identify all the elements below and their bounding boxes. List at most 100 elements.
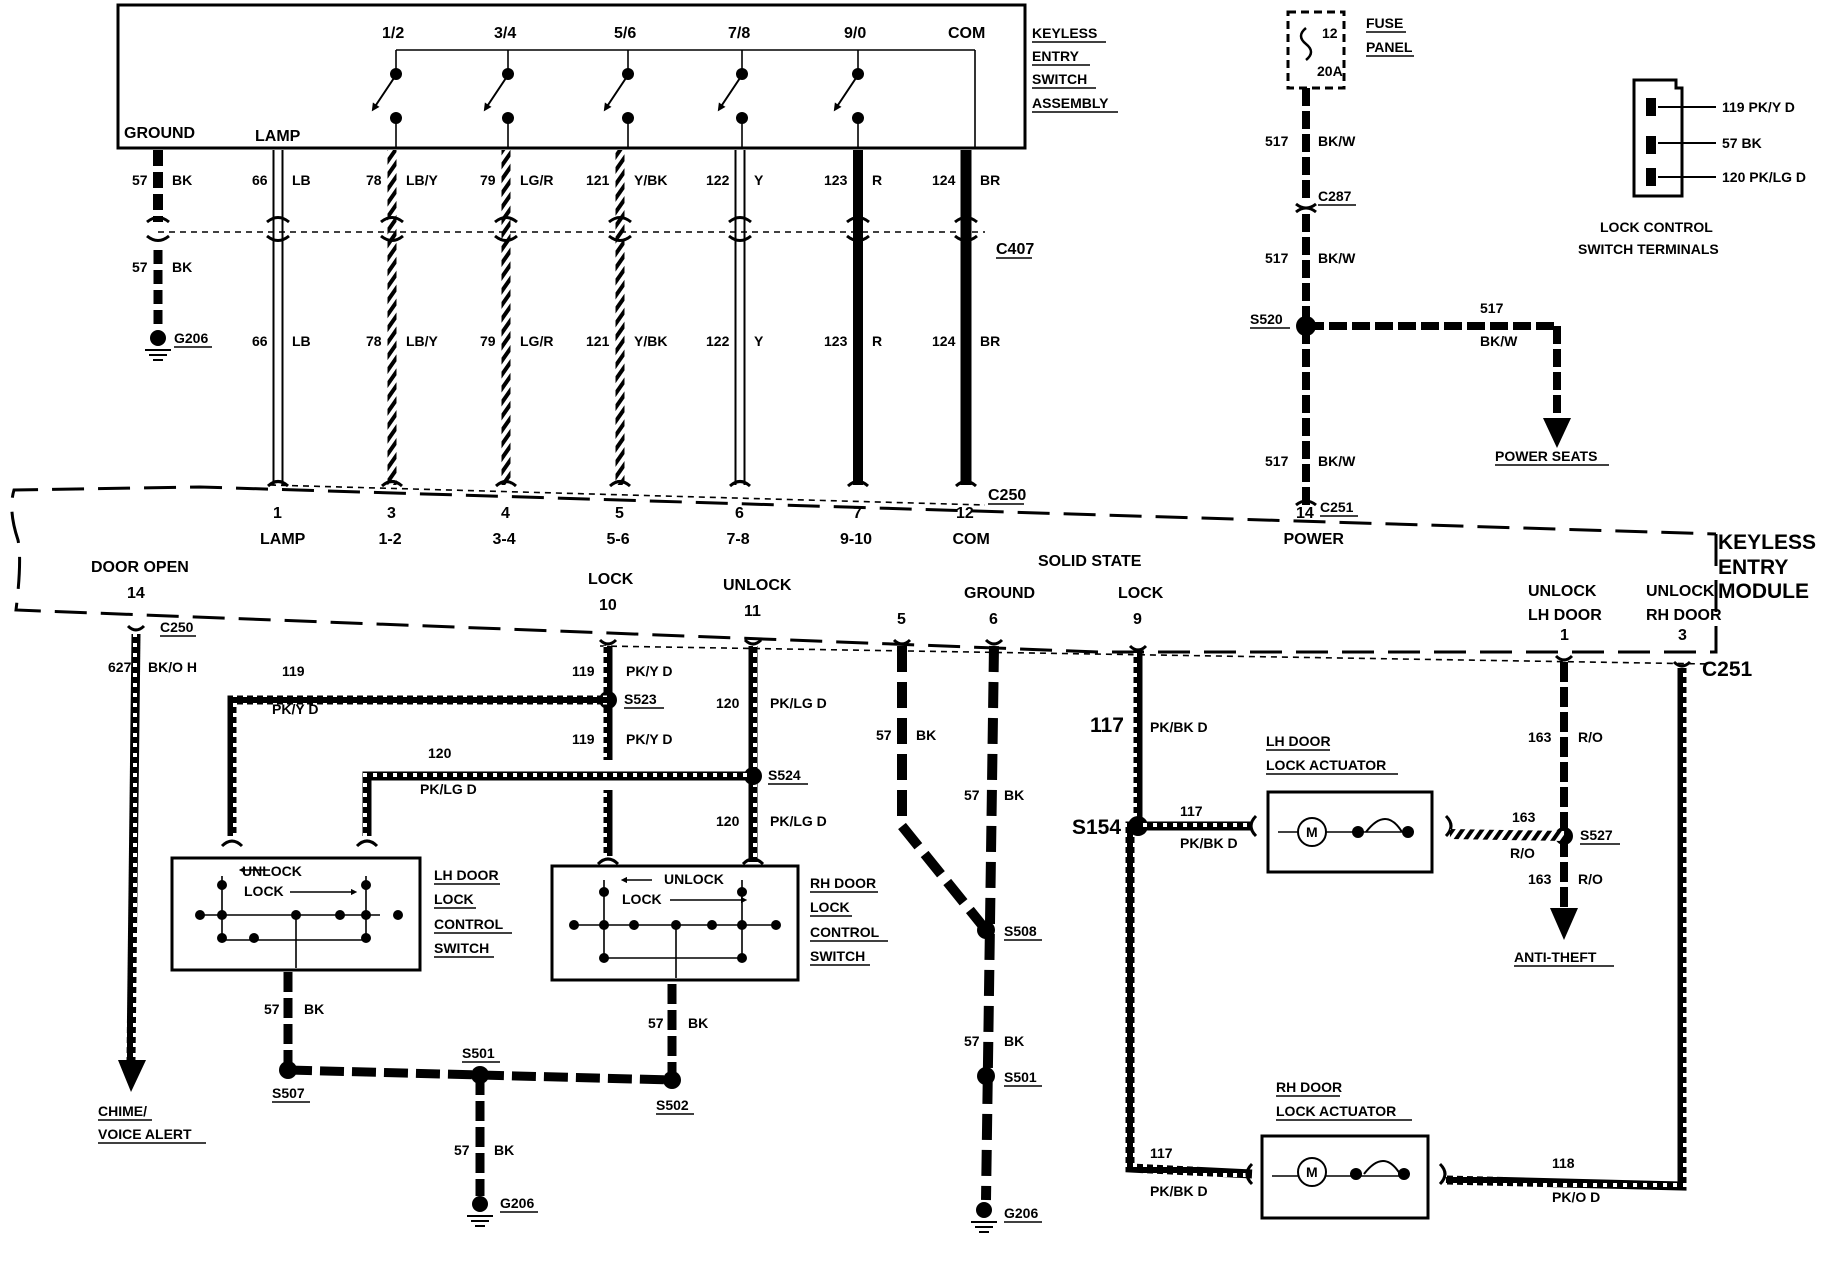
svg-text:S508: S508 xyxy=(1004,923,1037,939)
svg-text:VOICE ALERT: VOICE ALERT xyxy=(98,1126,192,1142)
wire-color: BR xyxy=(980,172,1000,188)
svg-text:S527: S527 xyxy=(1580,827,1613,843)
svg-text:G206: G206 xyxy=(1004,1205,1038,1221)
pin-name: LOCK xyxy=(588,571,634,588)
svg-text:120: 120 xyxy=(428,745,452,761)
pin-number: 14 xyxy=(1296,505,1314,522)
svg-text:57: 57 xyxy=(964,1033,980,1049)
svg-text:BK/W: BK/W xyxy=(1480,333,1518,349)
pin-number: 7 xyxy=(853,505,862,522)
wire-color: Y/BK xyxy=(634,172,667,188)
lh-unlock-circuit: 163 R/O 163 R/O S527 163 R/O ANTI-THEFT xyxy=(1449,654,1620,967)
wire-color: LG/R xyxy=(520,172,553,188)
ground-g206-top: G206 xyxy=(145,250,212,361)
svg-text:BK/W: BK/W xyxy=(1318,453,1356,469)
svg-text:PK/BK D: PK/BK D xyxy=(1150,719,1208,735)
svg-text:S502: S502 xyxy=(656,1097,689,1113)
solid-state-label: SOLID STATE xyxy=(1038,553,1142,570)
svg-text:57: 57 xyxy=(964,787,980,803)
svg-text:LOCK ACTUATOR: LOCK ACTUATOR xyxy=(1276,1103,1396,1119)
svg-text:BK/W: BK/W xyxy=(1318,133,1356,149)
lock-control-switch-terminals: 119 PK/Y D 57 BK 120 PK/LG D LOCK CONTRO… xyxy=(1578,78,1806,257)
svg-text:S507: S507 xyxy=(272,1085,305,1101)
pin-name: UNLOCK xyxy=(1528,583,1597,600)
power-feed-wire: 517 BK/W C287 517 BK/W S520 517 BK/W POW… xyxy=(1250,88,1609,517)
svg-text:120: 120 xyxy=(716,813,740,829)
pin-name: UNLOCK xyxy=(723,577,792,594)
svg-text:ASSEMBLY: ASSEMBLY xyxy=(1032,95,1109,111)
svg-text:S154: S154 xyxy=(1072,816,1121,839)
svg-text:MODULE: MODULE xyxy=(1718,580,1809,603)
connector-c250-lower: C250 xyxy=(160,619,194,635)
rh-unlock-circuit: 118 PK/O D xyxy=(1445,660,1692,1205)
wire-number: 78 xyxy=(366,333,382,349)
svg-text:PK/O D: PK/O D xyxy=(1552,1189,1600,1205)
svg-text:R/O: R/O xyxy=(1578,729,1603,745)
wire-color: LB/Y xyxy=(406,172,439,188)
wire-number: 123 xyxy=(824,172,848,188)
svg-text:RH DOOR: RH DOOR xyxy=(810,875,876,891)
wire-color: BR xyxy=(980,333,1000,349)
switch-button-label: 5/6 xyxy=(614,25,636,42)
svg-text:119: 119 xyxy=(572,731,595,747)
wire-number: 124 xyxy=(932,333,956,349)
chime-circuit: 627 BK/O H CHIME/ VOICE ALERT xyxy=(98,624,206,1144)
svg-text:S501: S501 xyxy=(1004,1069,1037,1085)
connector-c407: C407 xyxy=(996,241,1034,258)
svg-text:LH DOOR: LH DOOR xyxy=(1266,733,1331,749)
pin-number: 14 xyxy=(127,585,145,602)
wire-number: 79 xyxy=(480,333,496,349)
pin-number: 6 xyxy=(989,611,998,628)
module-pin-4: 4 3-4 xyxy=(493,505,516,548)
module-bottom-pin-5: 5 xyxy=(897,611,906,628)
svg-text:118: 118 xyxy=(1552,1155,1575,1171)
pin-number: 4 xyxy=(501,505,510,522)
svg-text:12: 12 xyxy=(1322,25,1338,41)
svg-text:LOCK: LOCK xyxy=(622,891,662,907)
svg-text:517: 517 xyxy=(1265,133,1289,149)
wire-number: 78 xyxy=(366,172,382,188)
svg-text:120: 120 xyxy=(716,695,740,711)
svg-text:57: 57 xyxy=(876,727,892,743)
svg-text:163: 163 xyxy=(1512,809,1536,825)
wire-number: 121 xyxy=(586,333,610,349)
svg-text:BK: BK xyxy=(1004,787,1024,803)
svg-text:BK: BK xyxy=(1004,1033,1024,1049)
module-pin-3: 31-2 xyxy=(379,505,402,548)
svg-text:119: 119 xyxy=(572,663,595,679)
svg-text:CONTROL: CONTROL xyxy=(810,924,880,940)
pin-number: 9 xyxy=(1133,611,1142,628)
svg-text:120 PK/LG D: 120 PK/LG D xyxy=(1722,169,1806,185)
wire-color: BK xyxy=(172,259,192,275)
svg-text:C251: C251 xyxy=(1320,499,1354,515)
svg-text:CHIME/: CHIME/ xyxy=(98,1103,147,1119)
lh-door-lock-actuator: M LH DOOR LOCK ACTUATOR xyxy=(1249,733,1453,874)
svg-text:ANTI-THEFT: ANTI-THEFT xyxy=(1514,949,1597,965)
svg-text:C287: C287 xyxy=(1318,188,1352,204)
module-pin-5: 55-6 xyxy=(607,505,630,548)
pin-name: GROUND xyxy=(964,585,1035,602)
pin-number: 1 xyxy=(273,505,282,522)
wire-color: BK xyxy=(172,172,192,188)
svg-text:R/O: R/O xyxy=(1510,845,1535,861)
svg-text:S501: S501 xyxy=(462,1045,495,1061)
pin-name: 3-4 xyxy=(493,531,516,548)
svg-text:PK/Y D: PK/Y D xyxy=(272,701,318,717)
svg-text:G206: G206 xyxy=(500,1195,534,1211)
module-ground-circuit: 57 BK 57 BK 57 BK S508 S501 G206 xyxy=(876,638,1042,1233)
svg-text:119 PK/Y D: 119 PK/Y D xyxy=(1722,99,1795,115)
svg-text:57: 57 xyxy=(648,1015,664,1031)
wire-number: 57 xyxy=(132,259,148,275)
svg-text:S523: S523 xyxy=(624,691,657,707)
pin-name: LH DOOR xyxy=(1528,607,1602,624)
switch-button-label: COM xyxy=(948,25,985,42)
svg-text:PK/Y D: PK/Y D xyxy=(626,663,672,679)
pin-name: RH DOOR xyxy=(1646,607,1722,624)
